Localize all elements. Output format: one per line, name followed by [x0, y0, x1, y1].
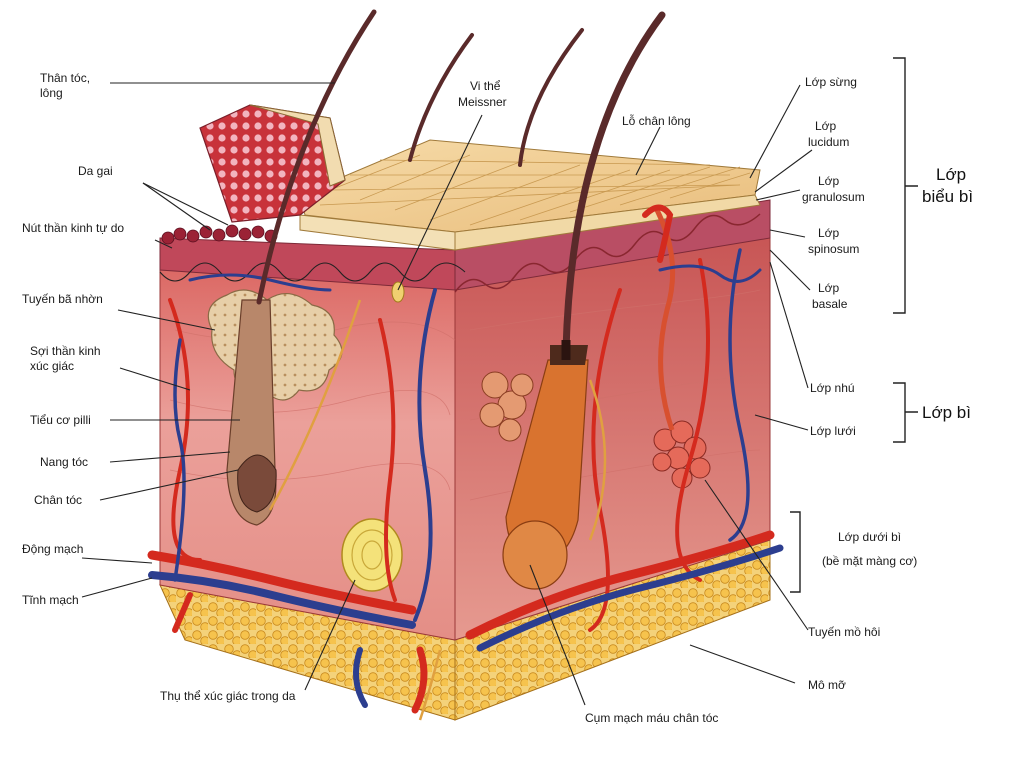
label-lop-sung: Lớp sừng: [805, 75, 857, 89]
label-cum-mach-mau: Cụm mạch máu chân tóc: [585, 711, 718, 725]
veins: [148, 248, 784, 708]
label-lop-duoi-bi: Lớp dưới bì: [838, 530, 901, 544]
label-da-gai: Da gai: [78, 164, 113, 178]
label-tuyen-ba-nhon: Tuyến bã nhờn: [22, 292, 103, 306]
label-than-toc: Thân tóc, lông: [40, 71, 93, 100]
label-nang-toc: Nang tóc: [40, 455, 88, 469]
corneum-scales: [319, 154, 751, 226]
brace-epidermis: [893, 57, 918, 314]
label-lop-lucidum: Lớp lucidum: [808, 119, 849, 149]
dermal-papillae-bumps: [161, 224, 278, 245]
label-soi-than-kinh: Sợi thần kinh xúc giác: [30, 344, 104, 373]
label-vi-the-meissner: Vi thể Meissner: [458, 79, 507, 109]
label-lop-spinosum: Lớp spinosum: [808, 226, 859, 256]
hair-bulb-front: [237, 454, 277, 513]
label-lop-basale: Lớp basale: [812, 281, 848, 311]
label-lo-chan-long: Lỗ chân lông: [622, 113, 691, 128]
label-tieu-co-pilli: Tiểu cơ pilli: [30, 413, 91, 427]
label-tuyen-mo-hoi: Tuyến mồ hôi: [808, 625, 880, 639]
label-lop-luoi: Lớp lưới: [810, 424, 856, 438]
hair-bulb-side: [502, 520, 568, 590]
label-thu-the-xuc-giac: Thụ thể xúc giác trong da: [160, 689, 296, 703]
label-dong-mach: Động mạch: [22, 542, 83, 556]
sebaceous-gland-side: [479, 371, 534, 442]
papillary-boundary: [159, 262, 466, 282]
skin-block: [147, 9, 784, 721]
brace-dermis: [893, 382, 918, 443]
brace-hypodermis: [790, 511, 801, 593]
label-tinh-mach: Tĩnh mạch: [22, 593, 79, 607]
label-lop-bieu-bi: Lớp biểu bì: [922, 165, 973, 206]
label-mo-mo: Mô mỡ: [808, 678, 846, 692]
label-nut-than-kinh: Nút thần kinh tự do: [22, 221, 124, 235]
leader-lines: [81, 82, 813, 706]
papillary-boundary-side: [454, 213, 761, 293]
sweat-gland-coil: [652, 420, 711, 489]
label-lop-granulosum: Lớp granulosum: [802, 174, 865, 204]
hair-shafts: [256, 9, 666, 354]
label-lop-nhu: Lớp nhú: [810, 381, 855, 395]
label-be-mat-mang-co: (bề mặt màng cơ): [822, 554, 917, 568]
sweat-duct: [654, 208, 676, 431]
labels: Thân tóc, lông Da gai Nút thần kinh tự d…: [22, 71, 973, 725]
label-chan-toc: Chân tóc: [34, 493, 82, 507]
meissner-corpuscle: [391, 281, 405, 303]
label-lop-bi: Lớp bì: [922, 403, 971, 422]
nerves: [268, 299, 607, 721]
